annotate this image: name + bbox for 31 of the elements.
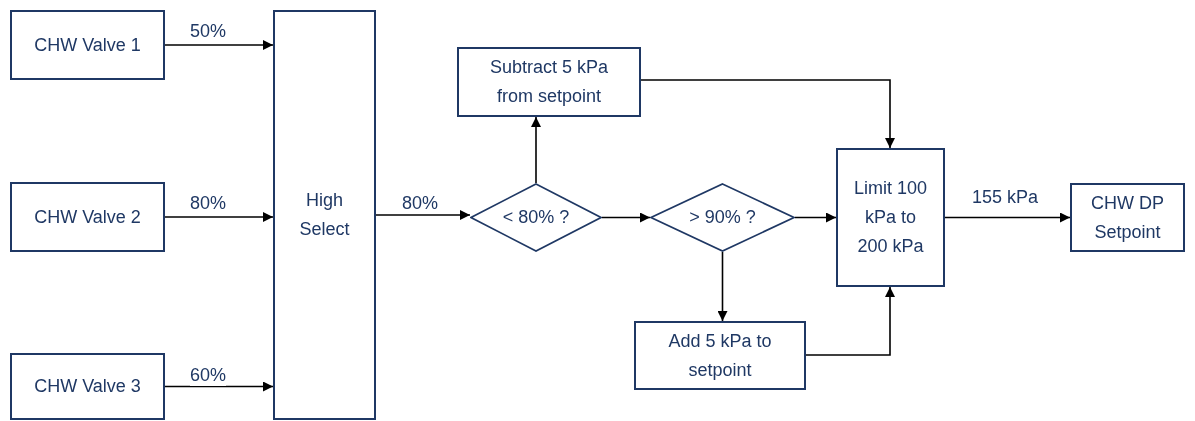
arrow [794,212,837,223]
process-box [10,353,165,420]
arrow [601,212,651,223]
decision-diamond [650,183,795,252]
node-text: CHW DP Setpoint [1090,191,1165,244]
node-text: CHW Valve 1 [34,33,141,57]
arrow [164,40,274,50]
process-box [1070,183,1185,252]
node-text: CHW Valve 3 [34,375,141,398]
process-box [634,321,806,390]
node-text: < 80% ? [502,206,570,229]
process-box [836,148,945,287]
process-box [10,182,165,252]
process-box [10,10,165,80]
arrow [164,212,274,222]
arrow [640,79,895,149]
arrow [164,381,274,392]
process-box [457,47,641,117]
arrow [375,210,471,220]
node-text: > 90% ? [689,206,756,229]
arrow [717,251,728,322]
node-text: Subtract 5 kPa from setpoint [488,56,610,108]
node-text: CHW Valve 2 [34,205,141,229]
arrow [531,116,541,184]
process-box [273,10,376,420]
node-text: Limit 100 kPa to 200 kPa [852,177,928,258]
arrow [944,212,1071,223]
node-text: High Select [298,189,351,241]
arrow [805,286,895,356]
decision-diamond [470,183,602,252]
node-text: Add 5 kPa to setpoint [667,329,773,382]
